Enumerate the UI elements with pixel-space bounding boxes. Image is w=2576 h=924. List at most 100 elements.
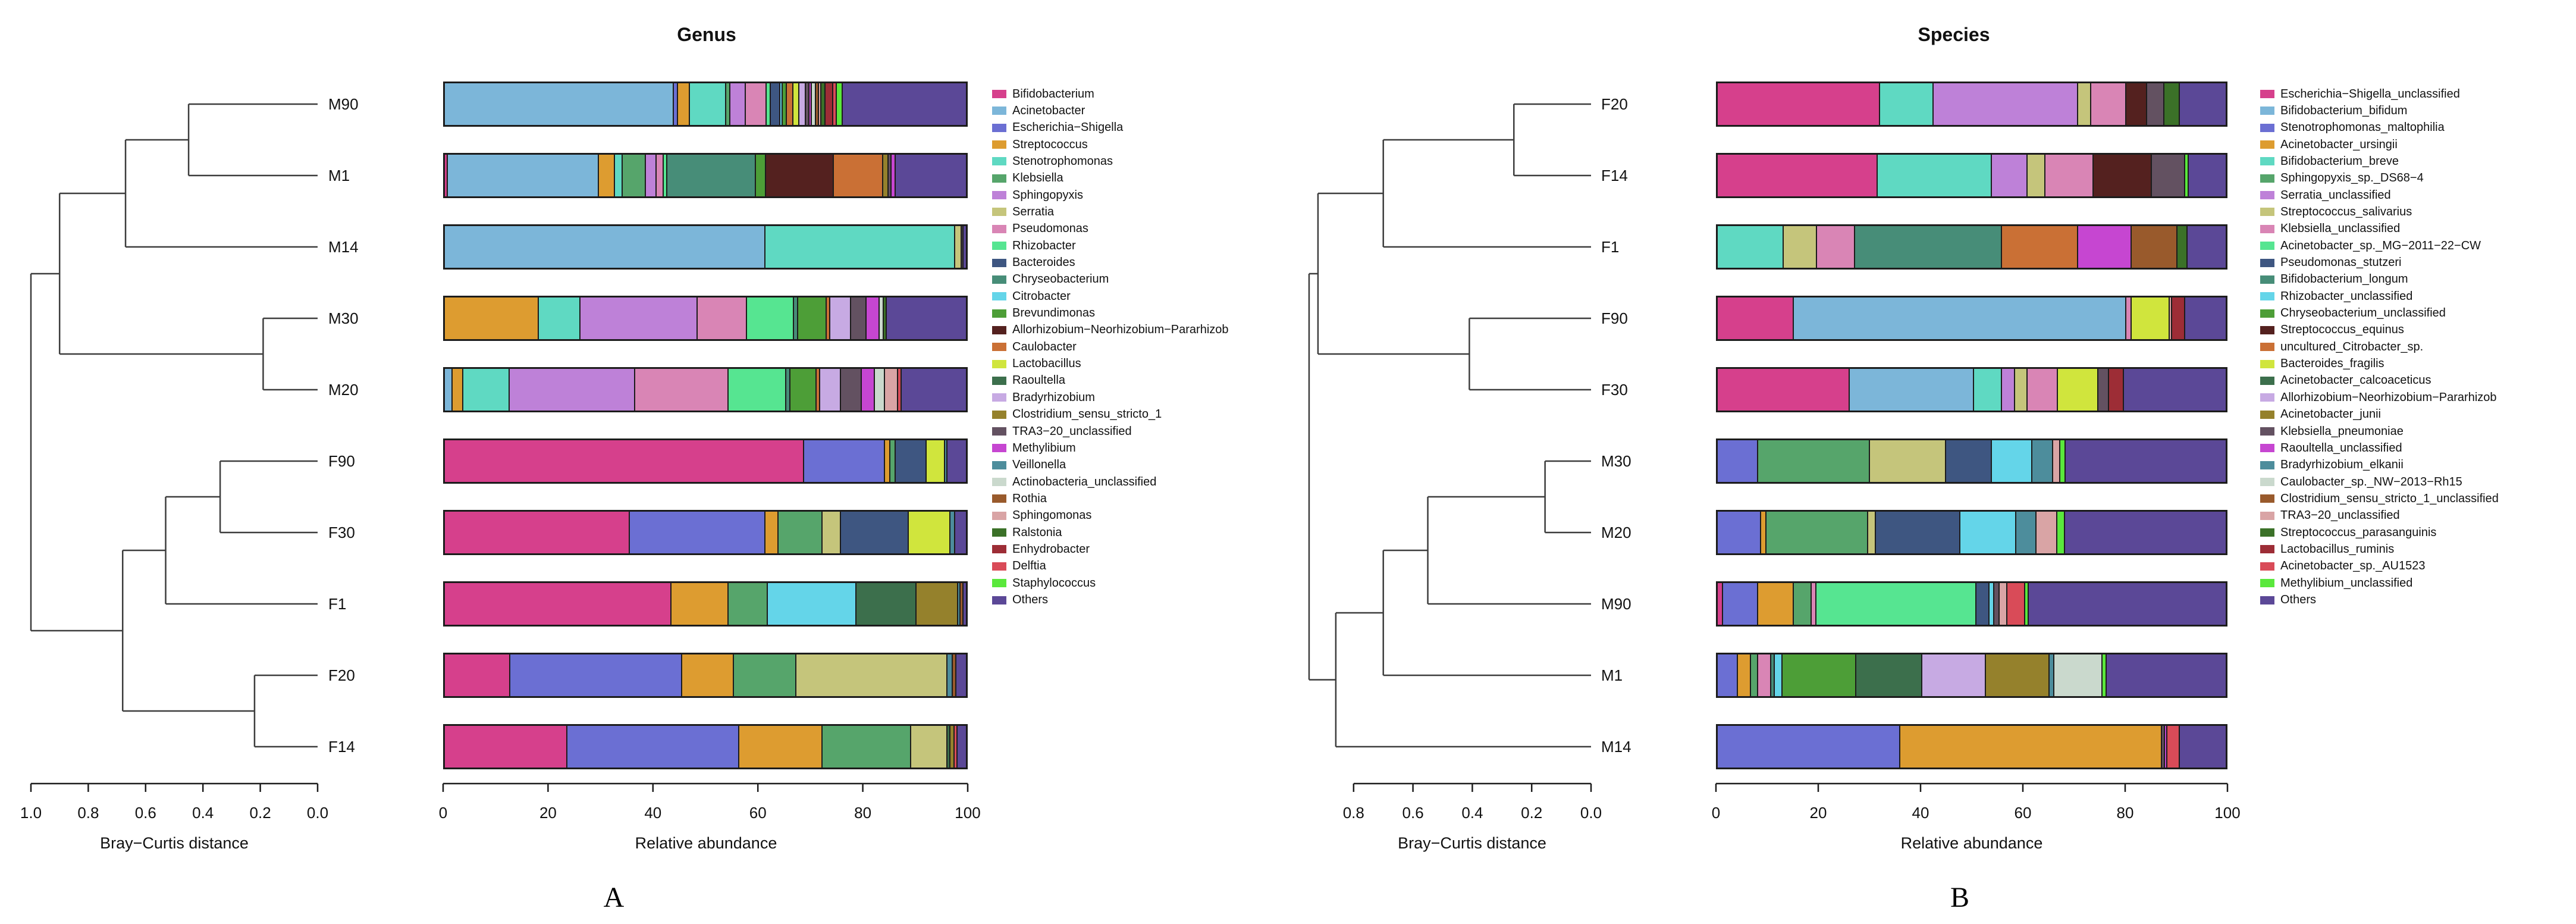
legend-swatch [992, 461, 1006, 469]
legend-label: Methylibium [1012, 441, 1076, 455]
bar-row-M14 [443, 224, 968, 270]
legend-swatch [2260, 579, 2274, 588]
bar-segment-Bifidobacterium [445, 583, 672, 625]
legend-swatch [992, 208, 1006, 217]
bar-segment-Caulobacter_sp._NW−2013−Rh15 [2054, 654, 2103, 696]
legend-label: Actinobacteria_unclassified [1012, 475, 1157, 488]
bar-segment-Others [955, 512, 966, 553]
bar-segment-Citrobacter [780, 83, 783, 125]
bar-segment-uncultured_Citrobacter_sp. [2002, 226, 2079, 268]
bar-segment-Others [886, 297, 966, 339]
legend-item: Clostridium_sensu_stricto_1 [992, 406, 1162, 423]
bar-segment-Pseudomonas_stutzeri [1946, 440, 1993, 482]
bar-segment-Others [2180, 726, 2226, 768]
legend-label: Bifidobacterium_breve [2280, 154, 2399, 168]
bar-segment-Others [2124, 369, 2226, 411]
bar-segment-Acinetobacter [445, 369, 453, 411]
bar-segment-Acinetobacter_ursingii [1761, 512, 1767, 553]
bar-segment-Others [963, 226, 966, 268]
legend-item: Bifidobacterium_breve [2260, 153, 2399, 170]
dendrogram-leaf-label-F30: F30 [1601, 381, 1628, 399]
bar-segment-Others [2064, 512, 2226, 553]
legend-swatch [2260, 596, 2274, 604]
panel-b-bars-axis-title: Relative abundance [1900, 834, 2043, 852]
legend-item: TRA3−20_unclassified [2260, 508, 2400, 524]
bar-segment-Pseudomonas [656, 155, 664, 196]
bars-axis-tick-label: 0 [439, 804, 447, 822]
legend-item: Acinetobacter_junii [2260, 406, 2381, 423]
bar-segment-Sphingopyxis_sp._DS68−4 [1750, 654, 1759, 696]
legend-label: Chryseobacterium [1012, 272, 1109, 286]
bar-segment-Others [843, 83, 966, 125]
legend-swatch [2260, 174, 2274, 183]
legend-item: Sphingopyxis_sp._DS68−4 [2260, 170, 2424, 187]
legend-swatch [992, 224, 1006, 233]
dendrogram-leaf-label-F20: F20 [1601, 95, 1628, 113]
bar-segment-Veillonella [945, 440, 948, 482]
bar-segment-Caulobacter [816, 369, 820, 411]
legend-swatch [2260, 511, 2274, 520]
bar-segment-Bacteroides_fragilis [2058, 369, 2099, 411]
bar-segment-Bradyrhizobium_elkanii [2032, 440, 2053, 482]
bar-segment-Streptococcus [453, 369, 463, 411]
legend-label: Pseudomonas [1012, 222, 1088, 236]
bar-segment-TRA3−20_unclassified [840, 369, 862, 411]
legend-item: Clostridium_sensu_stricto_1_unclassified [2260, 490, 2499, 507]
legend-label: Bacteroides [1012, 256, 1075, 269]
dendrogram-leaf-label-M30: M30 [328, 309, 359, 327]
legend-item: Chryseobacterium [992, 271, 1109, 288]
legend-item: Veillonella [992, 457, 1066, 474]
legend-swatch [2260, 545, 2274, 554]
bar-segment-Streptococcus_salivarius [1870, 440, 1947, 482]
legend-swatch [2260, 157, 2274, 166]
bar-segment-Streptococcus_equinus [2093, 155, 2153, 196]
legend-swatch [2260, 410, 2274, 419]
bar-segment-Acinetobacter_calcoaceticus [1856, 654, 1923, 696]
bar-segment-Methylibium_unclassified [2103, 654, 2107, 696]
legend-item: Acinetobacter_calcoaceticus [2260, 372, 2431, 389]
legend-swatch [992, 511, 1006, 520]
legend-item: Acinetobacter_ursingii [2260, 136, 2398, 153]
bar-segment-Bifidobacterium [445, 155, 448, 196]
legend-item: Streptococcus_salivarius [2260, 203, 2412, 220]
bar-segment-Serratia [955, 226, 962, 268]
legend-label: Escherichia−Shigella_unclassified [2280, 87, 2460, 101]
legend-swatch [2260, 242, 2274, 250]
bar-segment-Methylibium [867, 297, 880, 339]
bar-row-M14 [1716, 724, 2227, 769]
bar-segment-Actinobacteria_unclassified [874, 369, 886, 411]
legend-swatch [2260, 191, 2274, 200]
legend-label: uncultured_Citrobacter_sp. [2280, 340, 2424, 353]
legend-swatch [992, 275, 1006, 284]
bar-segment-Pseudomonas [697, 297, 748, 339]
bar-segment-Others [2187, 226, 2226, 268]
bar-segment-Acinetobacter [445, 226, 765, 268]
bar-segment-Klebsiella [729, 583, 768, 625]
dendrogram-leaf-label-F14: F14 [328, 738, 355, 756]
legend-label: Rhizobacter_unclassified [2280, 289, 2413, 303]
bar-segment-Lactobacillus [927, 440, 945, 482]
bar-segment-Streptococcus [678, 83, 690, 125]
bar-segment-Brevundimonas [783, 83, 787, 125]
legend-item: Methylibium [992, 440, 1076, 456]
bar-segment-Bradyrhizobium [799, 83, 806, 125]
bar-segment-Acinetobacter_sp._AU1523 [2007, 583, 2025, 625]
dendrogram-leaf-label-M90: M90 [1601, 595, 1631, 613]
legend-label: Escherichia−Shigella [1012, 121, 1124, 134]
dendrogram-axis-tick-label: 0.8 [77, 804, 99, 822]
legend-label: Others [2280, 593, 2317, 606]
dendrogram-axis-tick-label: 0.8 [1343, 804, 1364, 822]
bar-segment-Rhizobacter [767, 83, 771, 125]
legend-swatch [992, 444, 1006, 453]
legend-item: Staphylococcus [992, 575, 1096, 591]
legend-swatch [992, 478, 1006, 487]
legend-swatch [2260, 393, 2274, 402]
bar-segment-Bradyrhizobium [830, 297, 852, 339]
bar-segment-Stenotrophomonas [538, 297, 581, 339]
legend-item: Rhizobacter [992, 237, 1076, 254]
legend-label: Klebsiella_pneumoniae [2280, 424, 2404, 438]
legend-swatch [2260, 107, 2274, 115]
bar-segment-Klebsiella_unclassified [2027, 369, 2059, 411]
bar-segment-Klebsiella_pneumoniae [2147, 83, 2165, 125]
bar-row-M20 [443, 367, 968, 412]
